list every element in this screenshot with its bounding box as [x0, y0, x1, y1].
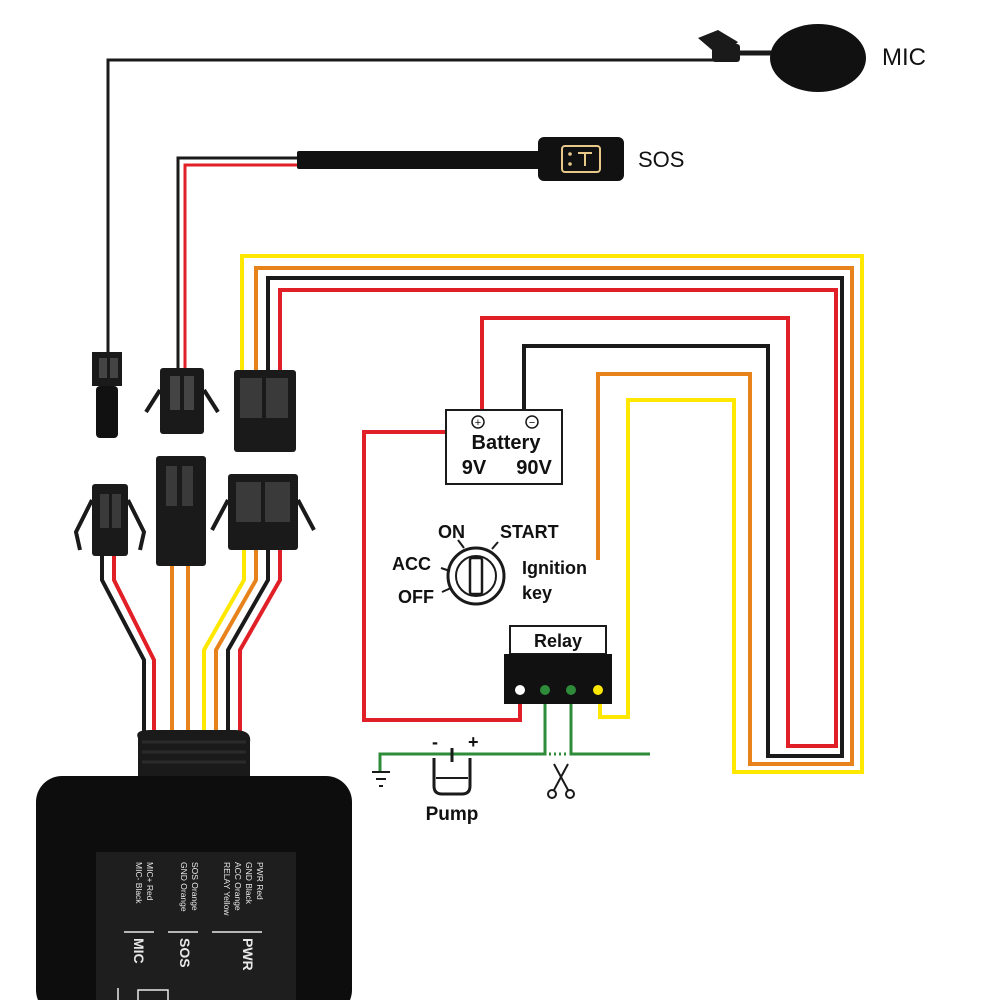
relay: Relay	[504, 625, 612, 704]
pwr-line-4: RELAY Yellow	[222, 862, 232, 916]
battery-voltage-2: 90V	[516, 457, 552, 479]
mic-connector-lower	[73, 484, 147, 556]
device-label: PWR Red GND Black ACC Orange RELAY Yello…	[117, 862, 265, 1000]
sos-connector-upper	[144, 368, 220, 434]
key-off-label: OFF	[398, 587, 434, 607]
sos-line-2: GND Orange	[179, 862, 189, 912]
pump-label: Pump	[426, 804, 479, 825]
pwr-line-1: PWR Red	[255, 862, 265, 900]
pwr-connector-upper	[234, 370, 296, 452]
ignition-label-1: Ignition	[522, 558, 587, 578]
sos-cable	[297, 151, 542, 169]
microphone-icon	[698, 24, 866, 92]
key-acc-label: ACC	[392, 554, 431, 574]
mic-line-2: MIC- Black	[134, 862, 144, 904]
sos-wires	[176, 156, 300, 372]
pump-icon	[432, 748, 472, 796]
battery-plus: +	[475, 417, 481, 429]
sos-connector-lower	[156, 456, 206, 566]
tracker-device	[36, 730, 352, 1000]
scissors-icon	[547, 763, 575, 799]
pump-plus: +	[468, 732, 479, 752]
relay-label: Relay	[534, 631, 582, 651]
ignition-key-icon	[440, 539, 506, 606]
relay-red-wire	[362, 430, 522, 722]
relay-yellow-wire	[598, 555, 630, 719]
sos-button-icon	[538, 137, 624, 181]
key-start-label: START	[500, 522, 559, 542]
battery: + − Battery 9V 90V	[445, 409, 563, 485]
pwr-connector-lower	[210, 474, 316, 550]
mic-wire	[106, 58, 720, 355]
pwr-title: PWR	[240, 938, 256, 971]
key-on-label: ON	[438, 522, 465, 542]
ignition-label-2: key	[522, 583, 552, 603]
pwr-line-2: GND Black	[244, 862, 254, 905]
mic-line-1: MIC+ Red	[145, 862, 155, 901]
pwr-wires-upper	[240, 254, 864, 774]
sos-line-1: SOS Orange	[190, 862, 200, 911]
ground-icon	[372, 771, 390, 787]
sos-title: SOS	[177, 938, 193, 968]
mic-title: MIC	[131, 938, 147, 964]
mic-connector-upper	[92, 352, 122, 438]
pump-minus: -	[432, 732, 438, 752]
battery-voltage-1: 9V	[462, 457, 487, 479]
battery-title: Battery	[472, 432, 542, 454]
mic-label: MIC	[882, 44, 926, 71]
sos-label: SOS	[638, 147, 684, 172]
battery-minus: −	[529, 417, 535, 429]
harness-wires	[100, 550, 282, 734]
pwr-line-3: ACC Orange	[233, 862, 243, 911]
green-wires	[378, 704, 650, 772]
